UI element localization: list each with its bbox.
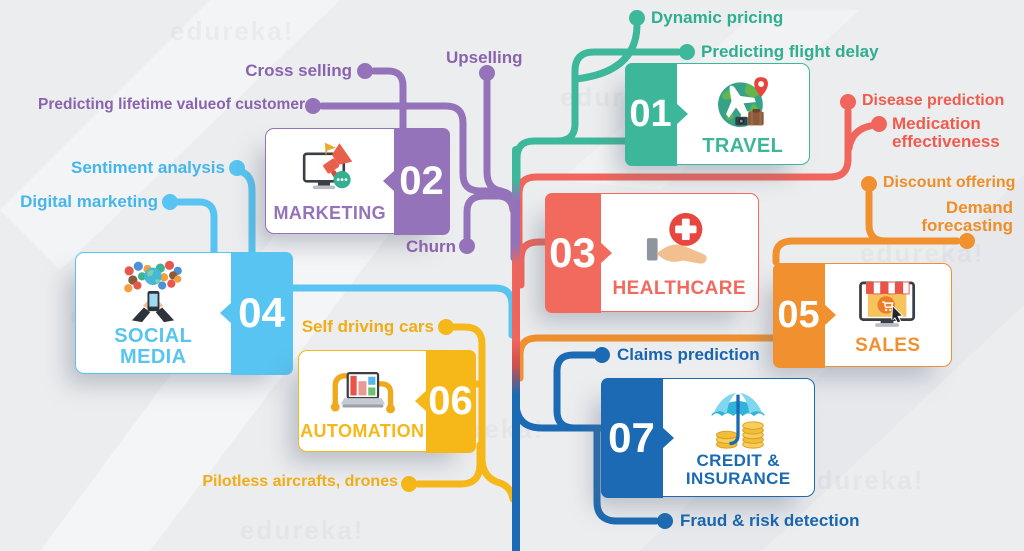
use-case-sentiment-analysis: Sentiment analysis [70,158,225,177]
use-case-cross-selling: Cross selling [245,61,352,80]
connector-dots [162,10,975,529]
card-social-media: 04 [75,251,293,375]
use-case-fraud-detection: Fraud & risk detection [680,511,860,530]
card-number: 07 [600,377,663,498]
healthcare-icon [647,212,707,264]
use-case-medication-effectiveness: Medication effectiveness [892,114,1000,151]
use-case-claims-prediction: Claims prediction [617,345,760,364]
social-media-icon [124,260,183,323]
card-label: SOCIAL MEDIA [114,325,193,368]
card-label: AUTOMATION [300,420,425,441]
sales-icon [858,281,915,327]
card-healthcare: 03 HEALTHCARE [544,192,759,313]
use-case-demand-forecasting: Demand forecasting [921,198,1013,235]
card-label: SALES [855,335,921,357]
card-number: 01 [624,62,677,166]
card-credit-insurance: 07 CREDIT & INSURANCE [600,377,815,498]
use-case-disease-prediction: Disease prediction [862,92,1005,109]
use-case-self-driving: Self driving cars [301,317,434,336]
card-automation: 06 AUTOMATION [298,349,476,453]
use-case-upselling: Upselling [446,48,523,67]
use-case-digital-marketing: Digital marketing [20,192,158,211]
use-case-discount-offering: Discount offering [883,174,1016,191]
card-sales: 05 SALES [772,262,952,368]
card-label: CREDIT & INSURANCE [685,450,791,488]
use-case-dynamic-pricing: Dynamic pricing [651,8,784,27]
watermark-text: edureka! [170,16,295,46]
card-number: 03 [544,192,601,313]
marketing-connectors [318,67,518,262]
travel-connectors [513,22,682,204]
card-travel: 01 TRAVEL [624,62,810,166]
watermark-text: edureka! [800,465,925,495]
travel-icon [717,76,768,127]
marketing-icon [302,142,353,189]
use-case-flight-delay: Predicting flight delay [701,42,879,61]
card-marketing: 02 MARKETING [265,127,450,235]
card-number: 05 [772,262,825,368]
card-label: TRAVEL [702,134,784,157]
use-case-lifetime-value: Predicting lifetime valueof customer [37,96,305,113]
watermark-text: edureka! [240,515,365,545]
credit-insurance-icon [711,392,765,449]
card-label: MARKETING [273,202,387,223]
use-case-pilotless: Pilotless aircrafts, drones [202,473,398,490]
card-number: 04 [230,251,293,375]
card-label: HEALTHCARE [612,277,746,299]
use-case-churn: Churn [405,237,456,256]
automation-icon [331,371,396,413]
card-number: 06 [425,349,476,453]
card-number: 02 [393,127,450,235]
